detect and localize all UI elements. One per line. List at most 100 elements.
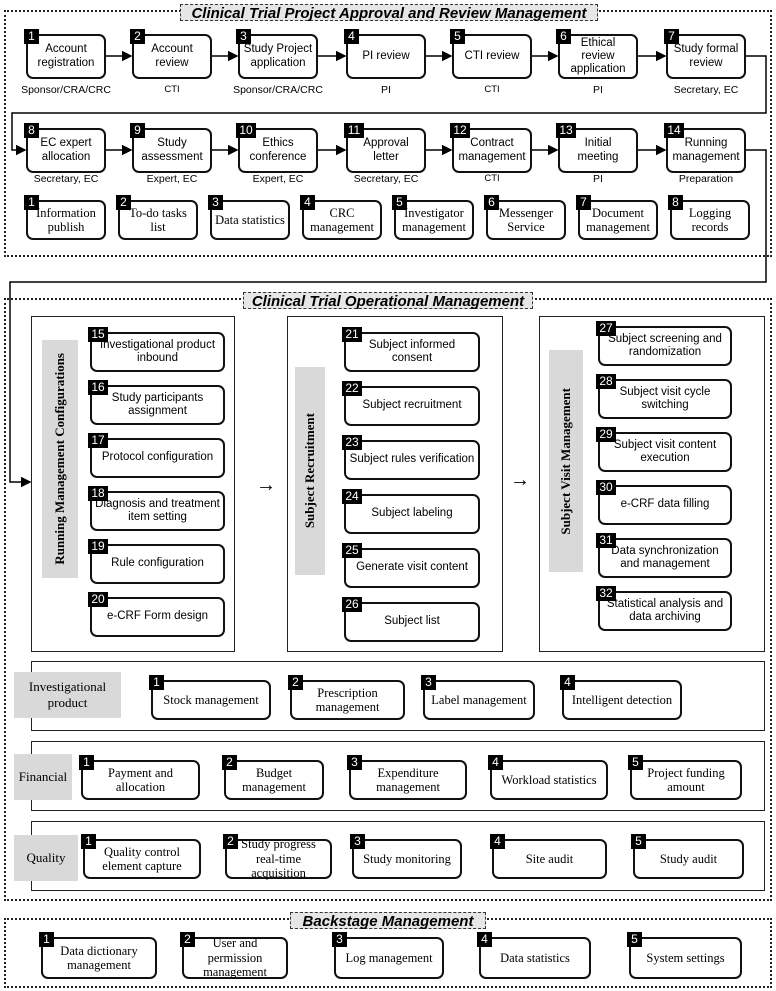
node-label: Study participants assignment — [111, 391, 204, 417]
node-label: Payment and allocation — [108, 765, 173, 794]
ip-stock-management: Stock management — [151, 680, 271, 720]
config-e-crf-form-design: e-CRF Form design — [90, 597, 225, 637]
node-label: Document management — [586, 205, 650, 234]
step-number-badge: 22 — [342, 381, 362, 396]
node-label: Subject labeling — [371, 507, 453, 520]
qa-study-monitoring: Study monitoring — [352, 839, 462, 879]
step-number-badge: 1 — [39, 932, 54, 947]
node-label: Diagnosis and treatment item setting — [95, 497, 220, 523]
node-label: System settings — [646, 950, 725, 965]
node-label: Study monitoring — [363, 851, 451, 866]
step-number-badge: 5 — [631, 834, 646, 849]
recruit-subject-labeling: Subject labeling — [344, 494, 480, 534]
node-label: Data dictionary management — [60, 943, 138, 972]
fin-payment-and-allocation: Payment and allocation — [81, 760, 200, 800]
node-label: Study audit — [659, 851, 718, 866]
visit-subject-visit-cycle-switching: Subject visit cycle switching — [598, 379, 732, 419]
step-number-badge: 9 — [130, 123, 145, 138]
investigational-label: Investigational product — [14, 672, 121, 718]
approval-title: Clinical Trial Project Approval and Revi… — [180, 4, 598, 22]
node-label: Subject visit content execution — [613, 438, 717, 464]
step-number-badge: 3 — [347, 755, 362, 770]
node-label: Subject list — [384, 615, 440, 628]
step-number-badge: 3 — [208, 195, 223, 210]
step-number-badge: 11 — [344, 123, 364, 138]
step-number-badge: 3 — [236, 29, 251, 44]
step-number-badge: 2 — [288, 675, 303, 690]
config-study-participants-assignment: Study participants assignment — [90, 385, 225, 425]
step-number-badge: 12 — [450, 123, 470, 138]
node-label: Study assessment — [141, 137, 203, 163]
step-number-badge: 21 — [342, 327, 362, 342]
ip-intelligent-detection: Intelligent detection — [562, 680, 682, 720]
node-label: Ethics conference — [249, 137, 307, 163]
role-label: CTI — [484, 173, 500, 184]
step-number-badge: 4 — [488, 755, 503, 770]
node-label: Intelligent detection — [571, 692, 673, 707]
backstage-user-and-permission-management: User and permission management — [182, 936, 288, 980]
node-label: Investigator management — [402, 205, 466, 234]
visit-e-crf-data-filling: e-CRF data filling — [598, 485, 732, 525]
step-number-badge: 6 — [484, 195, 499, 210]
node-label: Prescription management — [315, 685, 380, 714]
recruit-subject-recruitment: Subject recruitment — [344, 386, 480, 426]
recruit-subject-list: Subject list — [344, 602, 480, 642]
role-label: Sponsor/CRA/CRC — [233, 84, 323, 96]
node-label: Site audit — [525, 851, 574, 866]
node-label: Rule configuration — [111, 557, 204, 570]
step-number-badge: 31 — [596, 533, 616, 548]
node-label: Log management — [345, 950, 433, 965]
node-label: Expenditure management — [376, 765, 440, 794]
role-label: PI — [381, 84, 391, 96]
node-label: Information publish — [36, 205, 96, 234]
node-label: Subject rules verification — [349, 453, 475, 466]
node-label: e-CRF data filling — [620, 498, 710, 511]
fin-budget-management: Budget management — [224, 760, 324, 800]
node-label: Study progress real-time acquisition — [241, 837, 316, 881]
step-number-badge: 2 — [130, 29, 145, 44]
node-label: CRC management — [310, 205, 374, 234]
step-number-badge: 3 — [421, 675, 436, 690]
node-label: Account review — [151, 43, 193, 69]
node-label: Data statistics — [500, 950, 570, 965]
node-label: Label management — [431, 692, 527, 707]
visit-subject-screening-and-randomization: Subject screening and randomization — [598, 326, 732, 366]
role-label: Expert, EC — [146, 173, 198, 185]
node-label: PI review — [362, 49, 410, 62]
step-number-badge: 8 — [668, 195, 683, 210]
node-label: Study formal review — [673, 43, 739, 69]
node-label: Running management — [672, 137, 740, 163]
node-label: To-do tasks list — [129, 205, 187, 234]
role-label: Sponsor/CRA/CRC — [21, 84, 111, 96]
step-number-badge: 17 — [88, 433, 108, 448]
node-label: e-CRF Form design — [107, 610, 208, 623]
financial-label: Financial — [14, 754, 72, 800]
step-number-badge: 1 — [79, 755, 94, 770]
step-number-badge: 24 — [342, 489, 362, 504]
config-rule-configuration: Rule configuration — [90, 544, 225, 584]
qa-site-audit: Site audit — [492, 839, 607, 879]
backstage-system-settings: System settings — [629, 937, 742, 979]
backstage-data-dictionary-management: Data dictionary management — [41, 937, 157, 979]
config-protocol-configuration: Protocol configuration — [90, 438, 225, 478]
visit-data-synchronization-and-management: Data synchronization and management — [598, 538, 732, 578]
step-number-badge: 23 — [342, 435, 362, 450]
step-number-badge: 2 — [222, 755, 237, 770]
node-label: Initial meeting — [577, 137, 619, 163]
recruit-subject-informed-consent: Subject informed consent — [344, 332, 480, 372]
node-label: Workload statistics — [501, 772, 597, 787]
step-number-badge: 5 — [628, 755, 643, 770]
backstage-data-statistics: Data statistics — [479, 937, 591, 979]
node-label: Project funding amount — [647, 765, 725, 794]
step-number-badge: 19 — [88, 539, 108, 554]
node-label: User and permission management — [203, 936, 267, 980]
backstage-title: Backstage Management — [290, 912, 486, 930]
role-label: CTI — [484, 84, 500, 95]
node-label: Data statistics — [215, 212, 285, 227]
step-number-badge: 7 — [576, 195, 591, 210]
node-label: Subject visit cycle switching — [619, 385, 711, 411]
step-number-badge: 5 — [450, 29, 465, 44]
role-label: PI — [593, 173, 603, 185]
fin-workload-statistics: Workload statistics — [490, 760, 608, 800]
visit-label: Subject Visit Management — [549, 350, 583, 572]
